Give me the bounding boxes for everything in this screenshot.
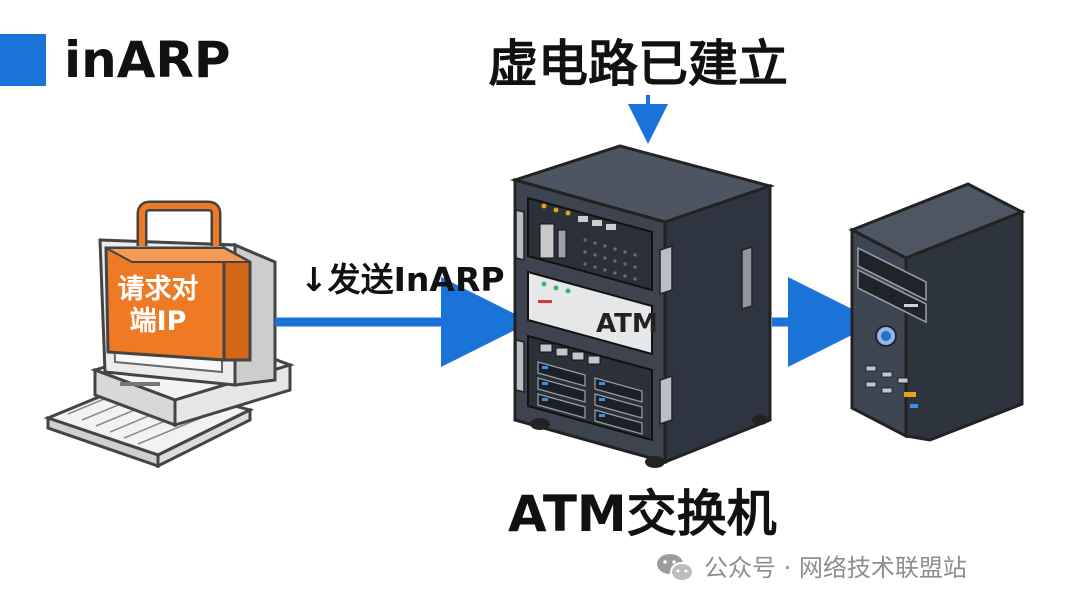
title-marker <box>0 34 46 86</box>
wechat-icon <box>657 554 694 582</box>
atm-switch-label: ATM交换机 <box>508 485 777 543</box>
page-title: inARP <box>64 31 231 89</box>
bag-line-2: 端IP <box>129 306 187 337</box>
virtual-circuit-label: 虚电路已建立 <box>488 35 788 93</box>
client-computer-icon <box>43 200 295 469</box>
bag-request-text: 请求对 端IP <box>112 274 204 338</box>
bag-line-1: 请求对 <box>117 274 199 305</box>
send-inarp-label: ↓发送InARP <box>300 260 505 299</box>
watermark-text: 公众号 · 网络技术联盟站 <box>704 553 967 582</box>
rack-atm-badge: ATM <box>596 309 658 339</box>
wechat-icon-spacer <box>652 550 692 580</box>
server-tower-icon <box>848 182 1026 442</box>
watermark: 公众号 · 网络技术联盟站 <box>652 548 967 582</box>
atm-switch-icon <box>509 144 776 468</box>
